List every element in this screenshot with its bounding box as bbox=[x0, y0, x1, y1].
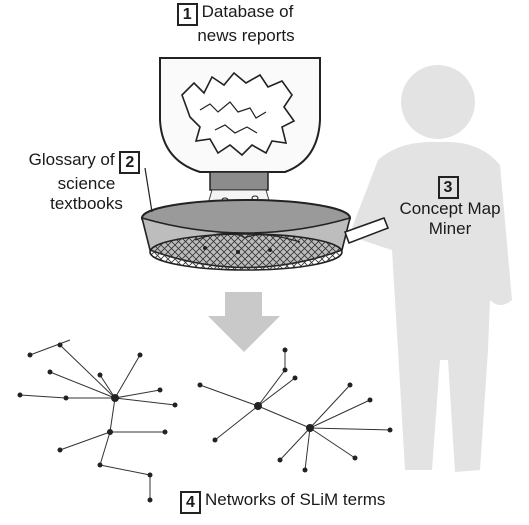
person-silhouette bbox=[350, 65, 512, 472]
step-3-number-badge: 3 bbox=[437, 176, 459, 199]
step-2-number-badge: 2 bbox=[119, 151, 141, 174]
step-2-line-3: textbooks bbox=[50, 194, 123, 213]
step-3-line-2: Miner bbox=[428, 219, 472, 238]
science-glossary-sieve bbox=[140, 167, 390, 271]
step-4-number-badge: 4 bbox=[180, 491, 201, 514]
step-2-line-1: Glossary of bbox=[28, 150, 115, 169]
down-arrow bbox=[208, 292, 280, 352]
term-network-left-nodes bbox=[17, 342, 178, 503]
term-network-left bbox=[19, 339, 176, 500]
step-4-text: Networks of SLiM terms bbox=[205, 490, 386, 509]
term-network-right-nodes bbox=[197, 347, 393, 473]
step-2-label: Glossary of 2 science textbooks bbox=[4, 150, 169, 214]
step-1-line-2: news reports bbox=[197, 26, 295, 45]
step-2-line-2: science bbox=[57, 174, 116, 193]
step-1-line-1: Database of bbox=[201, 2, 294, 21]
term-network-right bbox=[199, 350, 391, 471]
step-1-number-badge: 1 bbox=[176, 3, 198, 26]
step-3-line-1: Concept Map bbox=[399, 199, 501, 218]
step-3-label: 3 Concept Map Miner bbox=[380, 175, 520, 239]
